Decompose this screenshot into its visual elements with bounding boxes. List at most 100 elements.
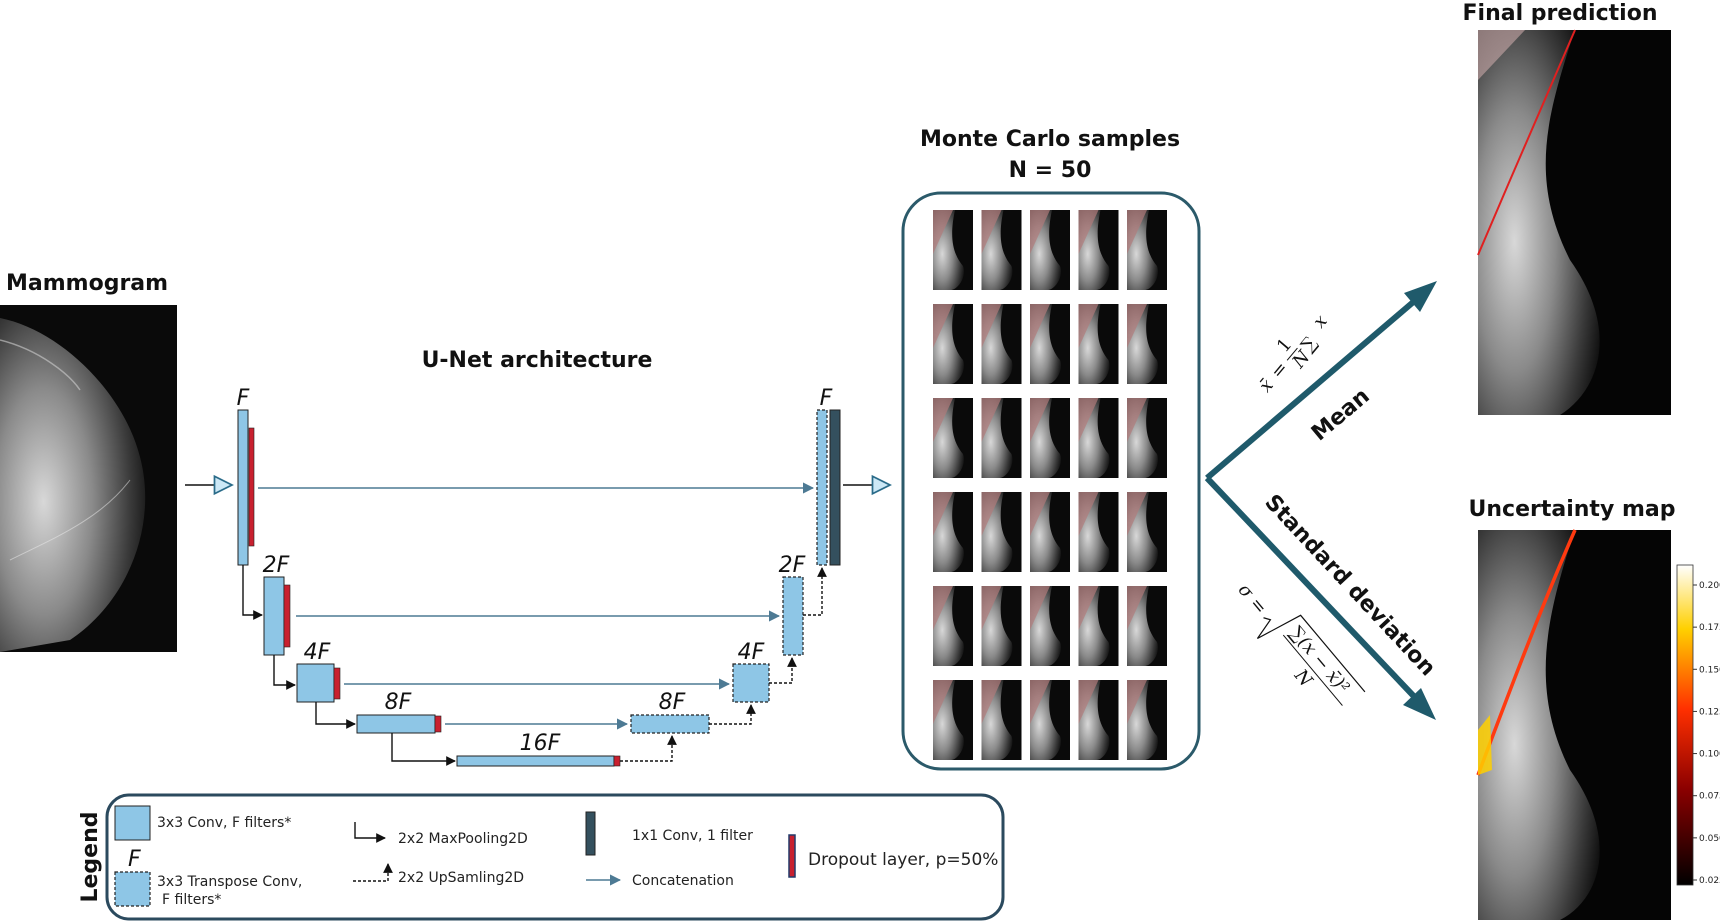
sample-thumbnail (933, 680, 973, 760)
sample-thumbnail (933, 586, 973, 666)
sample-thumbnail (1127, 210, 1167, 290)
legend-upsampling: 2x2 UpSamling2D (353, 863, 524, 886)
mean-label: Mean (1307, 384, 1375, 446)
monte-carlo-title: Monte Carlo samples (920, 127, 1180, 152)
sample-thumbnail (1127, 680, 1167, 760)
sample-thumbnail (1030, 304, 1070, 384)
samples-grid (933, 210, 1167, 760)
legend-conv1x1-text: 1x1 Conv, 1 filter (632, 828, 753, 844)
monte-carlo-n: N = 50 (1009, 158, 1092, 183)
decoder-block-4 (630, 714, 710, 734)
sample-thumbnail (981, 398, 1022, 478)
legend-dropout-text: Dropout layer, p=50% (808, 850, 998, 870)
sample-thumbnail (981, 492, 1022, 572)
decoder-block-2 (782, 576, 804, 656)
legend-transpose: F 3x3 Transpose Conv, F filters* (114, 847, 302, 908)
final-prediction-image (1477, 29, 1671, 415)
svg-text:∑(x − x̄)²: ∑(x − x̄)² (1285, 622, 1353, 698)
enc4-label: 8F (385, 690, 412, 715)
sample-thumbnail (933, 398, 973, 478)
svg-text:=: = (1245, 593, 1271, 618)
encoder-block-3 (296, 663, 341, 703)
legend-transpose-f: F (128, 847, 141, 872)
encoder-block-1 (237, 409, 255, 566)
legend-maxpool: 2x2 MaxPooling2D (354, 822, 528, 847)
bottleneck-label: 16F (520, 731, 561, 756)
sample-thumbnail (1078, 586, 1119, 666)
sample-thumbnail (1127, 304, 1167, 384)
legend-maxpool-text: 2x2 MaxPooling2D (398, 831, 528, 847)
colorbar-tick-label: 0.150 (1699, 665, 1720, 675)
dec1-label: F (820, 386, 833, 411)
encoder-block-2 (263, 576, 291, 656)
sample-thumbnail (933, 492, 973, 572)
dec2-label: 2F (779, 553, 806, 578)
sample-thumbnail (1030, 680, 1070, 760)
sample-thumbnail (1078, 210, 1119, 290)
mean-formula: x̄ = 1 N ∑ x (1255, 311, 1332, 397)
uncertainty-map-image (1476, 529, 1671, 920)
bottleneck-block (456, 755, 621, 767)
samples-panel (901, 191, 1201, 771)
decoder-block-3 (732, 663, 770, 703)
final-prediction-title: Final prediction (1463, 1, 1658, 26)
sample-thumbnail (1078, 492, 1119, 572)
svg-text:x: x (1309, 311, 1332, 332)
sample-thumbnail (933, 210, 973, 290)
legend-concatenation: Concatenation (586, 873, 734, 889)
sample-thumbnail (1127, 398, 1167, 478)
sample-thumbnail (1030, 586, 1070, 666)
colorbar-tick-label: 0.175 (1699, 623, 1720, 633)
sample-thumbnail (981, 586, 1022, 666)
unet-title: U-Net architecture (422, 348, 653, 373)
svg-text:=: = (1267, 358, 1293, 383)
colorbar-tick-label: 0.050 (1699, 834, 1720, 844)
encoder-block-4 (356, 714, 442, 734)
svg-text:x̄: x̄ (1255, 375, 1278, 396)
sample-thumbnail (981, 304, 1022, 384)
std-arrow (1204, 475, 1436, 720)
legend-transpose-line1: 3x3 Transpose Conv, (157, 874, 302, 890)
sample-thumbnail (1078, 680, 1119, 760)
sample-thumbnail (1078, 304, 1119, 384)
enc1-label: F (237, 386, 250, 411)
sample-thumbnail (1030, 398, 1070, 478)
uncertainty-map-title: Uncertainty map (1469, 497, 1676, 522)
concatenation-arrows (258, 482, 815, 730)
mammogram-image (0, 305, 177, 652)
colorbar-tick-label: 0.100 (1699, 750, 1720, 760)
colorbar-tick-label: 0.075 (1699, 792, 1720, 802)
sample-thumbnail (981, 680, 1022, 760)
sample-thumbnail (1127, 492, 1167, 572)
sample-thumbnail (981, 210, 1022, 290)
mean-arrow (1205, 281, 1437, 481)
legend-conv-text: 3x3 Conv, F filters* (157, 815, 291, 831)
decoder-block-1 (816, 409, 841, 566)
uncertainty-colorbar (1676, 564, 1694, 886)
legend-concat-text: Concatenation (632, 873, 734, 889)
legend-title: Legend (78, 811, 103, 902)
enc2-label: 2F (263, 553, 290, 578)
maxpool-arrows (242, 565, 456, 766)
upsampling-arrows (620, 567, 827, 762)
sample-thumbnail (1030, 492, 1070, 572)
mammogram-title: Mammogram (6, 271, 168, 296)
sample-thumbnail (1127, 586, 1167, 666)
colorbar-tick-label: 0.200 (1699, 581, 1720, 591)
legend-conv: 3x3 Conv, F filters* (114, 805, 291, 841)
legend-upsampling-text: 2x2 UpSamling2D (398, 870, 524, 886)
sample-thumbnail (1030, 210, 1070, 290)
std-label: Standard deviation (1259, 490, 1440, 681)
colorbar-ticks: 0.200 0.175 0.150 0.125 0.100 0.075 0.050 0.025 (1693, 581, 1720, 886)
legend-dropout: Dropout layer, p=50% (788, 834, 998, 878)
legend-transpose-line2: F filters* (162, 892, 221, 908)
legend-box (105, 793, 1005, 921)
sample-thumbnail (933, 304, 973, 384)
dec3-label: 4F (738, 640, 765, 665)
sample-thumbnail (1078, 398, 1119, 478)
colorbar-tick-label: 0.025 (1699, 876, 1720, 886)
colorbar-tick-label: 0.125 (1699, 707, 1720, 717)
dec4-label: 8F (659, 690, 686, 715)
legend-conv1x1: 1x1 Conv, 1 filter (585, 811, 753, 856)
